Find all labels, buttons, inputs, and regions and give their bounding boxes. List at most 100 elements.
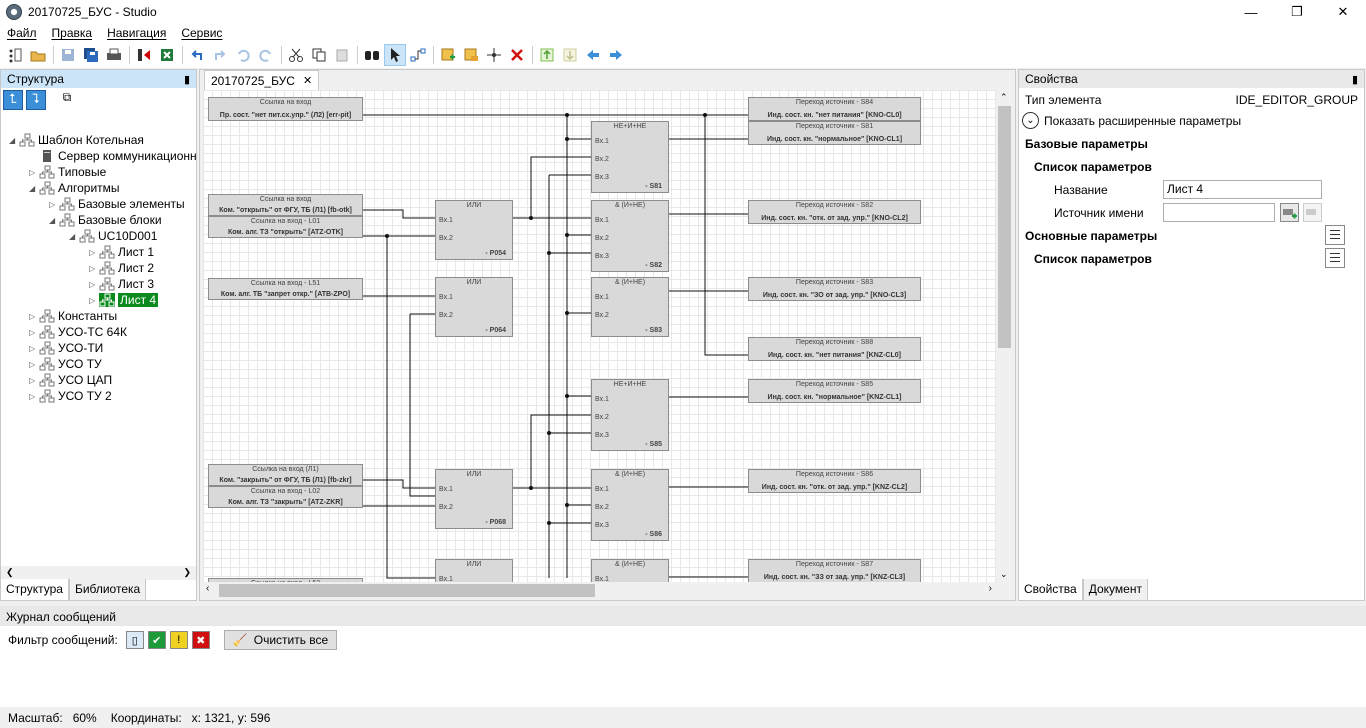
- tree-hscroll[interactable]: ❮❯: [1, 566, 196, 580]
- expand-down-icon[interactable]: ⮧: [26, 90, 46, 110]
- expand-toggle-icon[interactable]: ◢: [49, 215, 56, 225]
- gate-input-port[interactable]: Вх.2: [595, 235, 609, 242]
- expand-toggle-icon[interactable]: ▷: [29, 327, 36, 337]
- open-icon[interactable]: [27, 44, 49, 66]
- expand-toggle-icon[interactable]: ▷: [29, 167, 36, 177]
- gate-input-port[interactable]: Вх.1: [595, 486, 609, 493]
- expand-toggle-icon[interactable]: ▷: [49, 199, 56, 209]
- print-icon[interactable]: [103, 44, 125, 66]
- undo-icon[interactable]: [186, 44, 208, 66]
- gate-input-port[interactable]: Вх.1: [595, 138, 609, 145]
- scroll-down-icon[interactable]: ⌄: [1000, 569, 1008, 579]
- canvas-vscroll[interactable]: ⌃ ⌄: [996, 90, 1013, 582]
- error-filter-icon[interactable]: ✖: [191, 631, 210, 649]
- expand-toggle-icon[interactable]: ▷: [29, 375, 36, 385]
- undo2-icon[interactable]: [232, 44, 254, 66]
- list-icon[interactable]: [1325, 248, 1345, 268]
- input-ref-block[interactable]: Ссылка на вход - L52: [208, 578, 363, 582]
- menu-navigation[interactable]: Навигация: [107, 26, 167, 40]
- gate-input-port[interactable]: Вх.2: [595, 504, 609, 511]
- expand-toggle-icon[interactable]: ▷: [29, 311, 36, 321]
- tab-structure[interactable]: Структура: [0, 579, 69, 601]
- expand-toggle-icon[interactable]: ▷: [89, 247, 96, 257]
- pin-icon[interactable]: ▮: [1351, 73, 1358, 86]
- scroll-up-icon[interactable]: ⌃: [1000, 92, 1008, 102]
- expand-toggle-icon[interactable]: ◢: [29, 183, 36, 193]
- gate-input-port[interactable]: Вх.2: [595, 312, 609, 319]
- canvas-hscroll[interactable]: ‹ ›: [203, 582, 996, 599]
- gate-input-port[interactable]: Вх.1: [439, 294, 453, 301]
- windows-icon[interactable]: ⧉: [62, 90, 72, 104]
- add-block2-icon[interactable]: [460, 44, 482, 66]
- redo-icon[interactable]: [209, 44, 231, 66]
- save-all-icon[interactable]: [80, 44, 102, 66]
- up-icon[interactable]: [536, 44, 558, 66]
- gate-input-port[interactable]: Вх.3: [595, 522, 609, 529]
- warning-filter-icon[interactable]: !: [169, 631, 188, 649]
- tree-item[interactable]: ▷УСО-ТИ: [29, 340, 103, 356]
- gate-input-port[interactable]: Вх.2: [439, 504, 453, 511]
- clear-all-button[interactable]: 🧹 Очистить все: [223, 630, 338, 650]
- menu-service[interactable]: Сервис: [181, 26, 223, 40]
- maximize-button[interactable]: ❐: [1291, 4, 1303, 19]
- minimize-button[interactable]: —: [1244, 4, 1258, 20]
- redo2-icon[interactable]: [255, 44, 277, 66]
- tree-item[interactable]: ▷УСО ЦАП: [29, 372, 112, 388]
- tree-item[interactable]: ▷УСО ТУ: [29, 356, 102, 372]
- add-block-icon[interactable]: [437, 44, 459, 66]
- export-icon[interactable]: [133, 44, 155, 66]
- gate-input-port[interactable]: Вх.3: [595, 253, 609, 260]
- expand-toggle-icon[interactable]: ◢: [69, 231, 76, 241]
- tab-library[interactable]: Библиотека: [68, 579, 147, 601]
- copy-icon[interactable]: [308, 44, 330, 66]
- remove-source-button[interactable]: [1303, 203, 1322, 222]
- pin-icon[interactable]: ▮: [183, 73, 190, 86]
- excel-icon[interactable]: [156, 44, 178, 66]
- expand-toggle-icon[interactable]: ▷: [29, 343, 36, 353]
- scroll-left-icon[interactable]: ‹: [206, 583, 210, 594]
- gate-input-port[interactable]: Вх.2: [595, 414, 609, 421]
- tree-item[interactable]: ◢UC10D001: [69, 228, 157, 244]
- tree-item[interactable]: ▷УСО-ТС 64К: [29, 324, 127, 340]
- input-ref-block[interactable]: Ссылка на вход (Л1)Ком. "закрыть" от ФГУ…: [208, 464, 363, 486]
- ok-filter-icon[interactable]: ✔: [147, 631, 166, 649]
- collapse-up-icon[interactable]: ⮤: [3, 90, 23, 110]
- close-button[interactable]: ✕: [1337, 4, 1349, 19]
- add-source-button[interactable]: [1280, 203, 1299, 222]
- menu-edit[interactable]: Правка: [51, 26, 93, 40]
- gate-input-port[interactable]: Вх.1: [595, 396, 609, 403]
- info-filter-icon[interactable]: ▯: [125, 631, 144, 649]
- node-icon[interactable]: [483, 44, 505, 66]
- find-icon[interactable]: [361, 44, 383, 66]
- tree-item[interactable]: ◢Алгоритмы: [29, 180, 120, 196]
- pointer-icon[interactable]: [384, 44, 406, 66]
- gate-input-port[interactable]: Вх.2: [595, 156, 609, 163]
- vscroll-thumb[interactable]: [998, 106, 1011, 348]
- tree-item[interactable]: ▷Базовые элементы: [49, 196, 185, 212]
- tree-item[interactable]: ▷Лист 3: [89, 276, 154, 292]
- tree-item[interactable]: ▷Лист 2: [89, 260, 154, 276]
- back-icon[interactable]: [582, 44, 604, 66]
- gate-input-port[interactable]: Вх.3: [595, 432, 609, 439]
- cut-icon[interactable]: [285, 44, 307, 66]
- tree-item[interactable]: ▷УСО ТУ 2: [29, 388, 112, 404]
- hscroll-thumb[interactable]: [219, 584, 595, 597]
- down-icon[interactable]: [559, 44, 581, 66]
